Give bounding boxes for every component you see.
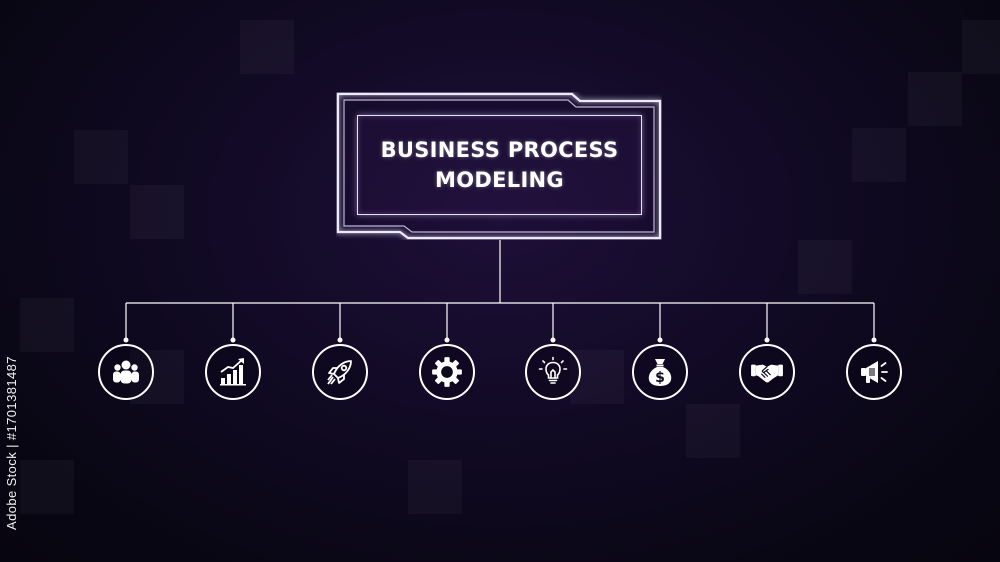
lightbulb-icon <box>538 356 568 384</box>
title-outer-frame <box>336 92 662 240</box>
rocket-icon <box>327 360 352 385</box>
node-megaphone <box>846 344 902 400</box>
junction-dot <box>657 337 663 343</box>
node-rocket <box>312 344 368 400</box>
handshake-icon <box>751 364 783 383</box>
title-line-2: MODELING <box>435 168 564 192</box>
megaphone-icon <box>861 361 888 383</box>
money-bag-icon: $ <box>648 359 672 386</box>
svg-text:$: $ <box>655 370 665 386</box>
junction-dot <box>764 337 770 343</box>
team-icon <box>113 360 139 384</box>
junction-dot <box>871 337 877 343</box>
node-lightbulb <box>525 344 581 400</box>
node-growth-chart <box>205 344 261 400</box>
title-box: BUSINESS PROCESS MODELING <box>357 115 642 215</box>
title-line-1: BUSINESS PROCESS <box>380 138 619 162</box>
node-handshake <box>739 344 795 400</box>
junction-dot <box>230 337 236 343</box>
junction-dot <box>444 337 450 343</box>
junction-dot <box>337 337 343 343</box>
node-team <box>98 344 154 400</box>
node-money-bag: $ <box>632 344 688 400</box>
watermark-text: Adobe Stock | #1701381487 <box>4 356 19 530</box>
growth-chart-icon <box>220 358 246 386</box>
junction-dot <box>123 337 129 343</box>
junction-dot <box>550 337 556 343</box>
node-gear <box>419 344 475 400</box>
gear-icon <box>432 357 462 387</box>
